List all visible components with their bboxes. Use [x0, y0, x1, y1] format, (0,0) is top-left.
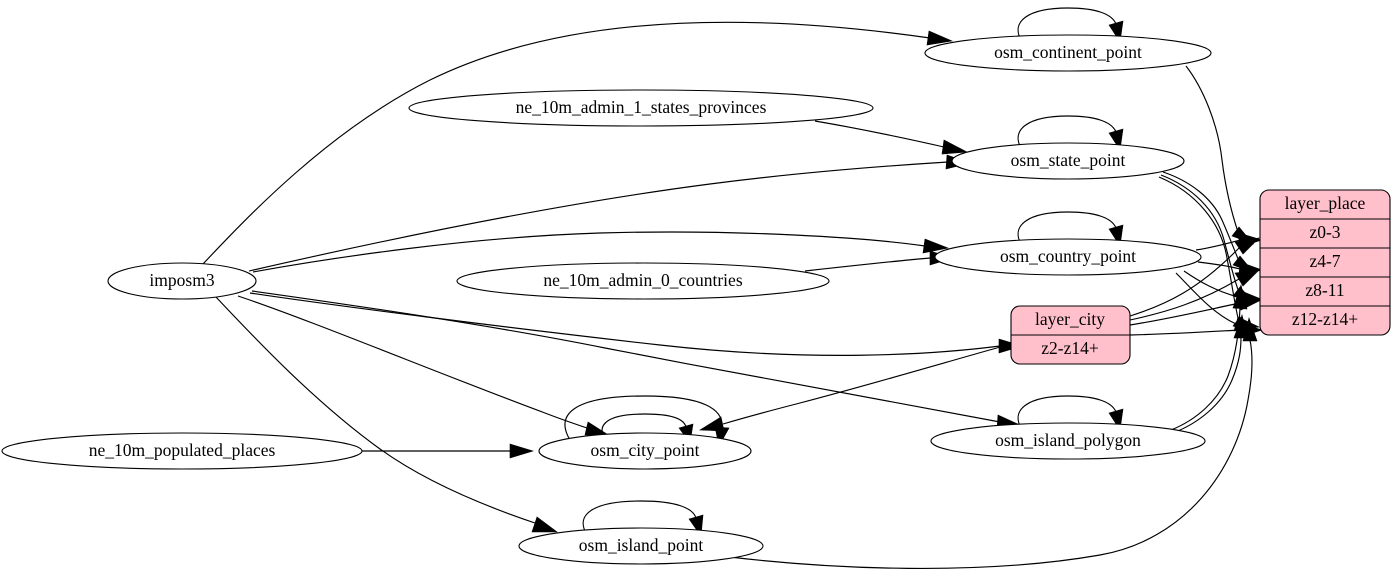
node-osm-state-point[interactable]: osm_state_point [951, 142, 1185, 180]
node-ne-10m-populated-places[interactable]: ne_10m_populated_places [1, 432, 363, 470]
edge-layer-city-to-osm-city-point [699, 343, 1012, 432]
edge-layer-city-to-layer-place-z0-3 [1129, 237, 1260, 317]
node-osm-city-point[interactable]: osm_city_point [538, 432, 752, 470]
edge-osm-island-polygon-to-layer-place-z12 [1172, 313, 1249, 434]
node-layer-place[interactable]: layer_place z0-3 z4-7 z8-11 z12-z14+ [1259, 189, 1391, 336]
edges-layer [202, 7, 1264, 570]
edge-ne-countries-to-osm-country-point [804, 250, 955, 272]
edge-osm-continent-point-to-layer-place-z0-3 [1185, 65, 1254, 245]
edge-osm-island-polygon-to-layer-place-z8-11 [1170, 283, 1248, 431]
edge-imposm3-to-osm-state-point [248, 154, 972, 272]
edge-osm-island-point-to-layer-place-z12 [729, 316, 1258, 570]
node-imposm3[interactable]: imposm3 [107, 262, 257, 300]
node-osm-continent-point[interactable]: osm_continent_point [924, 34, 1212, 72]
node-osm-island-point[interactable]: osm_island_point [518, 527, 764, 565]
node-osm-country-point[interactable]: osm_country_point [934, 238, 1202, 276]
edge-imposm3-to-layer-city [249, 292, 1024, 356]
nodes-layer: imposm3 ne_10m_admin_1_states_provinces … [1, 34, 1391, 565]
node-layer-city[interactable]: layer_city z2-z14+ [1010, 305, 1131, 365]
node-ne-10m-admin-0-countries[interactable]: ne_10m_admin_0_countries [456, 262, 830, 300]
edge-imposm3-to-osm-continent-point [202, 21, 954, 265]
node-ne-10m-admin-1-states-provinces[interactable]: ne_10m_admin_1_states_provinces [408, 89, 874, 127]
edge-imposm3-to-osm-island-polygon [251, 290, 1024, 430]
edge-ne-populated-to-osm-city-point [362, 443, 535, 459]
edge-imposm3-to-osm-city-point [237, 295, 612, 437]
edge-ne-states-to-osm-state-point [814, 120, 969, 155]
edge-imposm3-to-osm-island-point [214, 295, 558, 533]
node-osm-island-polygon[interactable]: osm_island_polygon [930, 422, 1206, 460]
edge-imposm3-to-osm-country-point [252, 231, 950, 273]
edge-layer-city-to-layer-place-z4-7 [1129, 269, 1260, 321]
